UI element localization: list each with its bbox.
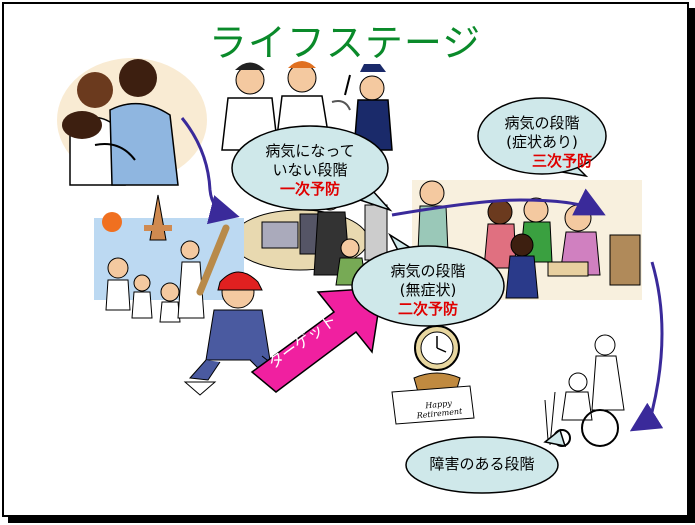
bubble-symptomatic-text: 病気の段階 (症状あり) 三次予防 — [484, 114, 600, 171]
bubble-asymptomatic-line2: (無症状) — [399, 281, 457, 299]
bubble-healthy — [231, 125, 393, 212]
bubble-disabled-line1: 障害のある段階 — [429, 455, 535, 473]
bubble-asymptomatic-text: 病気の段階 (無症状) 二次予防 — [370, 262, 486, 319]
secondary-prevention-label: 二次予防 — [397, 300, 458, 318]
target-arrow — [250, 287, 383, 393]
flow-arrow-family-to-office — [180, 117, 240, 225]
baseball-player-clipart — [183, 224, 283, 396]
bubble-healthy-line2: いない段階 — [272, 161, 348, 179]
slide-shadow-bottom — [8, 517, 695, 523]
wheelchair-clipart — [544, 334, 625, 447]
bubble-healthy-line1: 病気になって — [265, 142, 355, 160]
bubble-disabled — [405, 428, 567, 494]
bubble-healthy-text: 病気になって いない段階 一次予防 — [252, 142, 368, 199]
bubble-asymptomatic-line1: 病気の段階 — [390, 262, 466, 280]
office-clipart — [231, 189, 388, 286]
flow-arrow-office-to-care — [391, 188, 606, 217]
bubble-symptomatic — [477, 97, 607, 178]
children-park-clipart — [94, 194, 244, 323]
slide-title: ライフステージ — [208, 21, 482, 65]
primary-prevention-label: 一次予防 — [279, 180, 340, 198]
bubble-symptomatic-line2: (症状あり) — [506, 133, 578, 151]
tertiary-prevention-label: 三次予防 — [531, 152, 592, 170]
slide-shadow-right — [689, 8, 695, 519]
flow-arrow-care-to-disabled — [629, 261, 664, 432]
family-clipart — [57, 58, 207, 186]
bubble-symptomatic-line1: 病気の段階 — [504, 114, 580, 132]
bubble-asymptomatic — [351, 232, 505, 327]
bubble-disabled-text: 障害のある段階 — [420, 455, 544, 474]
retirement-watch-clipart — [368, 322, 475, 430]
